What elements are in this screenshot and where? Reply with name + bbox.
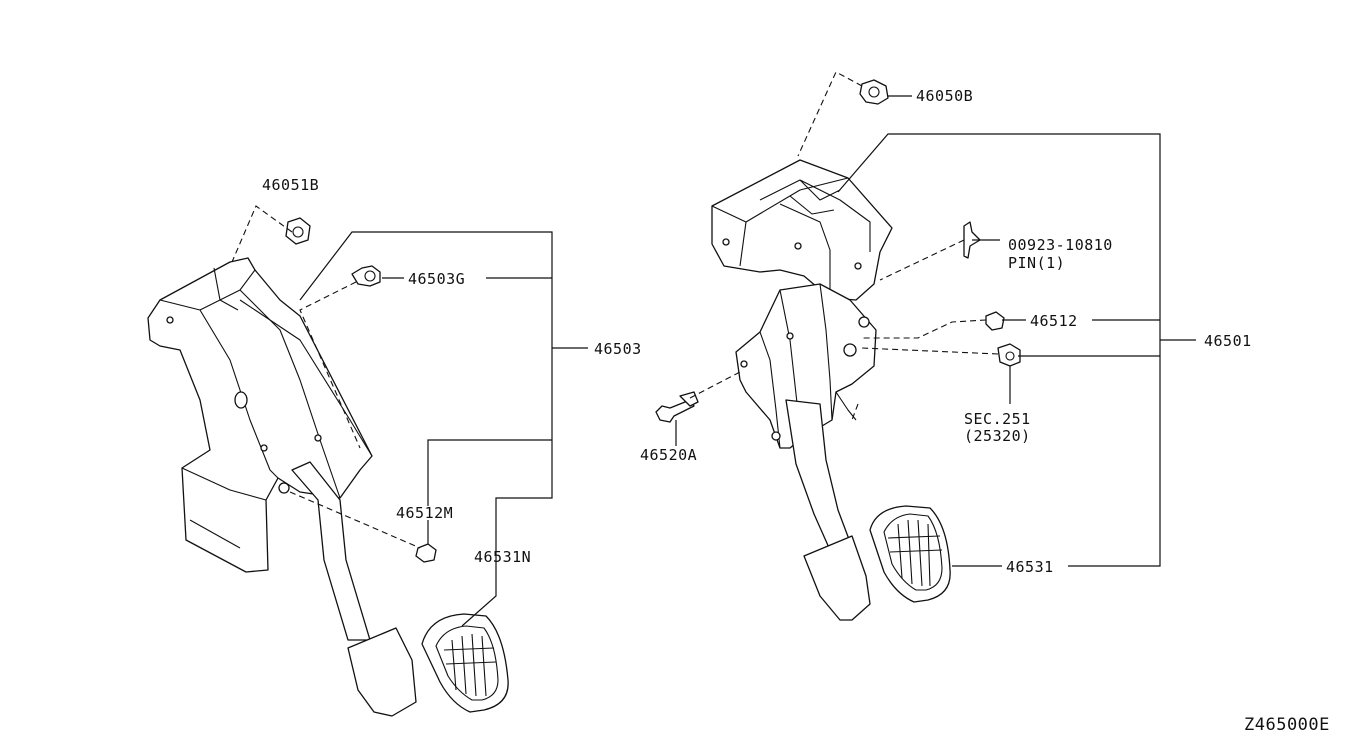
pedal-pad-46531 bbox=[869, 505, 951, 603]
brake-pedal-assembly-right bbox=[711, 159, 893, 621]
label-pin: PIN(1) bbox=[1008, 254, 1065, 272]
bolt-46503G bbox=[351, 265, 381, 287]
label-46501: 46501 bbox=[1204, 332, 1252, 350]
brake-pedal-assembly-left bbox=[147, 257, 417, 717]
label-46512M: 46512M bbox=[396, 504, 453, 522]
label-sec251-sub: (25320) bbox=[964, 427, 1031, 445]
clip-46512M bbox=[415, 543, 437, 563]
label-46050B: 46050B bbox=[916, 87, 973, 105]
label-46051B: 46051B bbox=[262, 176, 319, 194]
pedal-pad-46531N bbox=[421, 613, 509, 713]
label-46520A: 46520A bbox=[640, 446, 697, 464]
label-00923-10810: 00923-10810 bbox=[1008, 236, 1113, 254]
label-sec251: SEC.251 bbox=[964, 410, 1031, 428]
label-46503: 46503 bbox=[594, 340, 642, 358]
bolt-46520A bbox=[655, 391, 699, 423]
nut-46050B bbox=[859, 79, 889, 105]
label-46503G: 46503G bbox=[408, 270, 465, 288]
diagram-id: Z465000E bbox=[1244, 715, 1330, 735]
label-46531N: 46531N bbox=[474, 548, 531, 566]
nut-46051B bbox=[285, 217, 311, 245]
nut-sec251 bbox=[997, 343, 1021, 367]
bushing-46512 bbox=[985, 311, 1005, 331]
label-46531: 46531 bbox=[1006, 558, 1054, 576]
label-46512: 46512 bbox=[1030, 312, 1078, 330]
